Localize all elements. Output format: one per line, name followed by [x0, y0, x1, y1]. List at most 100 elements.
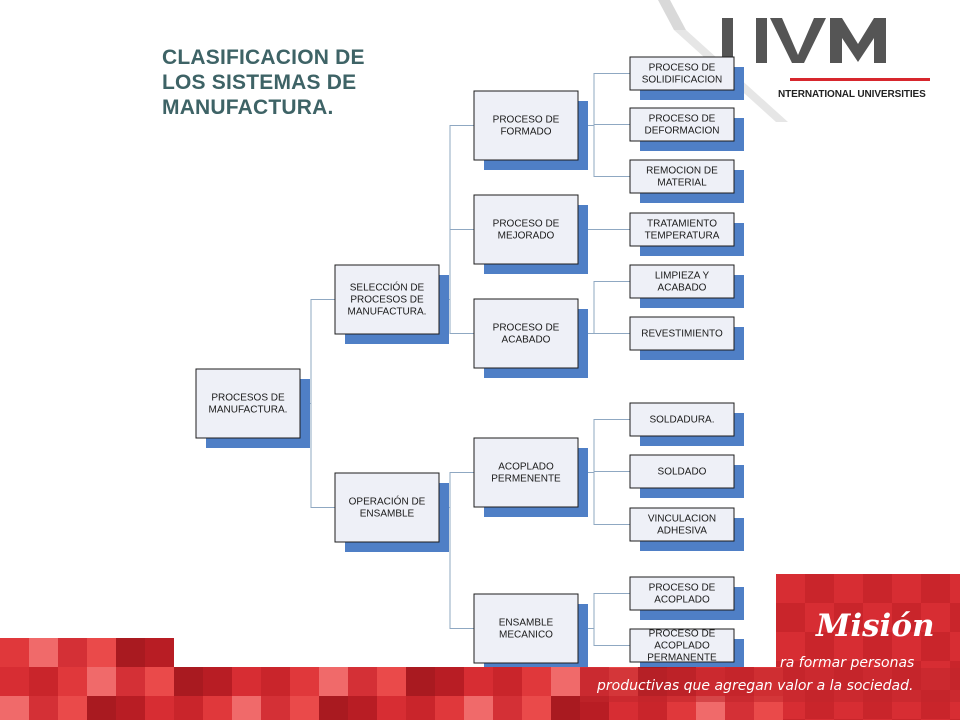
node-label-line: ACABADO	[502, 335, 551, 346]
mosaic-tile	[805, 603, 834, 632]
mosaic-tile	[522, 667, 551, 696]
mosaic-tile	[776, 632, 805, 661]
mosaic-tile	[29, 638, 58, 667]
mosaic-tile	[805, 632, 834, 661]
mosaic-tile	[87, 638, 116, 667]
mosaic-tile	[834, 574, 863, 603]
mosaic-tile	[834, 603, 863, 632]
node-label-line: PROCESO DE	[493, 115, 560, 126]
node-label-line: SOLDADURA.	[649, 415, 714, 426]
mosaic-tile	[406, 696, 435, 720]
node-label-line: PROCESO DE	[649, 583, 716, 594]
mosaic-tile	[319, 696, 348, 720]
mosaic-tile	[116, 638, 145, 667]
node-label-line: ADHESIVA	[657, 526, 707, 537]
mosaic-tile	[551, 696, 580, 720]
node-label-line: DEFORMACION	[645, 126, 720, 137]
node-label-line: ACOPLADO	[654, 641, 710, 652]
node-label-line: TRATAMIENTO	[647, 219, 717, 230]
node-label-line: SELECCIÓN DE	[350, 281, 425, 294]
mosaic-tile	[0, 638, 29, 667]
node-box	[629, 264, 735, 299]
mosaic-tile	[174, 696, 203, 720]
mosaic-tile	[522, 696, 551, 720]
mosaic-tile	[348, 696, 377, 720]
mission-heading: Misión	[816, 608, 935, 644]
node-box	[629, 454, 735, 489]
node-box	[473, 90, 579, 161]
mosaic-tile	[551, 667, 580, 696]
node-label-line: PROCESO DE	[493, 219, 560, 230]
node-label-line: VINCULACION	[648, 514, 716, 525]
node-label-line: PROCESOS DE	[350, 295, 424, 306]
logo-tagline: NTERNATIONAL UNIVERSITIES	[778, 89, 926, 100]
mission-band	[580, 668, 960, 702]
mosaic-tile	[116, 696, 145, 720]
node-revestimiento: REVESTIMIENTO	[629, 316, 744, 360]
node-label-line: SOLDADO	[658, 467, 707, 478]
mosaic-tile	[950, 603, 960, 632]
node-box	[334, 472, 440, 543]
node-soldado: SOLDADO	[629, 454, 744, 498]
mosaic-tile	[863, 574, 892, 603]
mosaic-tile	[348, 667, 377, 696]
mosaic-tile	[435, 667, 464, 696]
page-title: CLASIFICACION DE LOS SISTEMAS DE MANUFAC…	[162, 45, 365, 120]
mosaic-tile	[892, 574, 921, 603]
mosaic-tile	[406, 667, 435, 696]
mosaic-tile	[892, 603, 921, 632]
mosaic-tile	[921, 574, 950, 603]
mosaic-tile	[174, 667, 203, 696]
node-box	[334, 264, 440, 335]
mosaic-tile	[232, 667, 261, 696]
node-label-line: SOLIDIFICACION	[642, 75, 723, 86]
mosaic-tile	[805, 574, 834, 603]
node-label-line: PROCESO DE	[649, 63, 716, 74]
mosaic-tile	[29, 667, 58, 696]
mosaic-tile	[863, 632, 892, 661]
mosaic-tile	[950, 632, 960, 661]
mosaic-tile	[0, 667, 29, 696]
node-box	[629, 159, 735, 194]
node-label-line: MANUFACTURA.	[348, 307, 427, 318]
mosaic-tile	[87, 667, 116, 696]
mosaic-tile	[145, 638, 174, 667]
mosaic-tile	[87, 696, 116, 720]
mosaic-tile	[29, 696, 58, 720]
mosaic-tile	[203, 667, 232, 696]
node-label-line: PROCESO DE	[649, 629, 716, 640]
node-box	[629, 212, 735, 247]
node-label-line: PERMENENTE	[491, 474, 561, 485]
mosaic-tile	[377, 667, 406, 696]
title-line-3: MANUFACTURA.	[162, 96, 334, 119]
mosaic-tile	[892, 632, 921, 661]
node-box	[629, 576, 735, 611]
node-label-line: MECANICO	[499, 630, 553, 641]
mosaic-tile	[145, 696, 174, 720]
mosaic-tile	[232, 696, 261, 720]
mosaic-tile	[435, 696, 464, 720]
node-box	[473, 593, 579, 664]
node-label-line: TEMPERATURA	[645, 231, 720, 242]
mosaic-tile	[950, 574, 960, 603]
node-label-line: FORMADO	[500, 127, 551, 138]
mosaic-tile	[116, 667, 145, 696]
mosaic-tile	[203, 696, 232, 720]
node-label-line: REVESTIMIENTO	[641, 329, 723, 340]
mosaic-tile	[145, 667, 174, 696]
footer-mosaic	[0, 574, 960, 720]
node-label-line: PROCESOS DE	[211, 393, 285, 404]
mosaic-tile	[921, 603, 950, 632]
mosaic-tile	[493, 696, 522, 720]
